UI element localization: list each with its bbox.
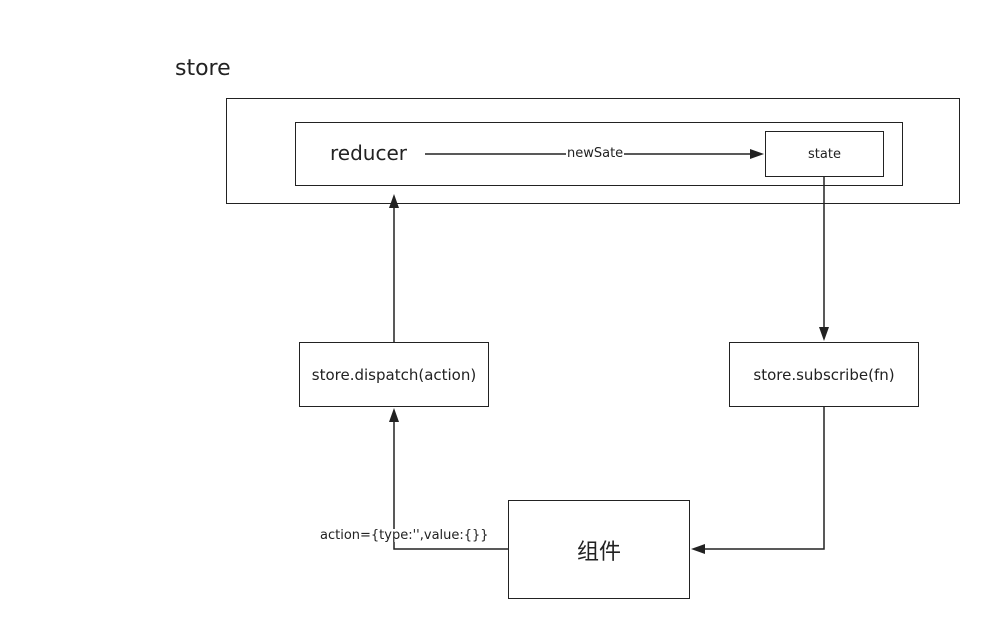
component-box: 组件 bbox=[508, 500, 690, 599]
arrowhead-subscribe bbox=[819, 327, 829, 341]
arrowhead-reducer bbox=[389, 194, 399, 208]
dispatch-label: store.dispatch(action) bbox=[311, 365, 477, 384]
reducer-container bbox=[295, 122, 903, 186]
arrowhead-state bbox=[750, 149, 764, 159]
store-title: store bbox=[175, 56, 231, 81]
state-box: state bbox=[765, 131, 884, 177]
subscribe-label: store.subscribe(fn) bbox=[753, 365, 895, 384]
edge-label-action: action={type:'',value:{}} bbox=[320, 528, 489, 543]
dispatch-box: store.dispatch(action) bbox=[299, 342, 489, 407]
reducer-label: reducer bbox=[330, 141, 407, 165]
arrowhead-component bbox=[691, 544, 705, 554]
edge-subscribe-to-component bbox=[704, 407, 825, 550]
state-label: state bbox=[808, 146, 841, 162]
arrowhead-dispatch bbox=[389, 408, 399, 422]
component-label: 组件 bbox=[576, 539, 621, 565]
edge-label-newsate: newSate bbox=[566, 146, 625, 161]
subscribe-box: store.subscribe(fn) bbox=[729, 342, 919, 407]
edge-component-to-dispatch bbox=[393, 421, 508, 550]
store-container bbox=[226, 98, 960, 204]
